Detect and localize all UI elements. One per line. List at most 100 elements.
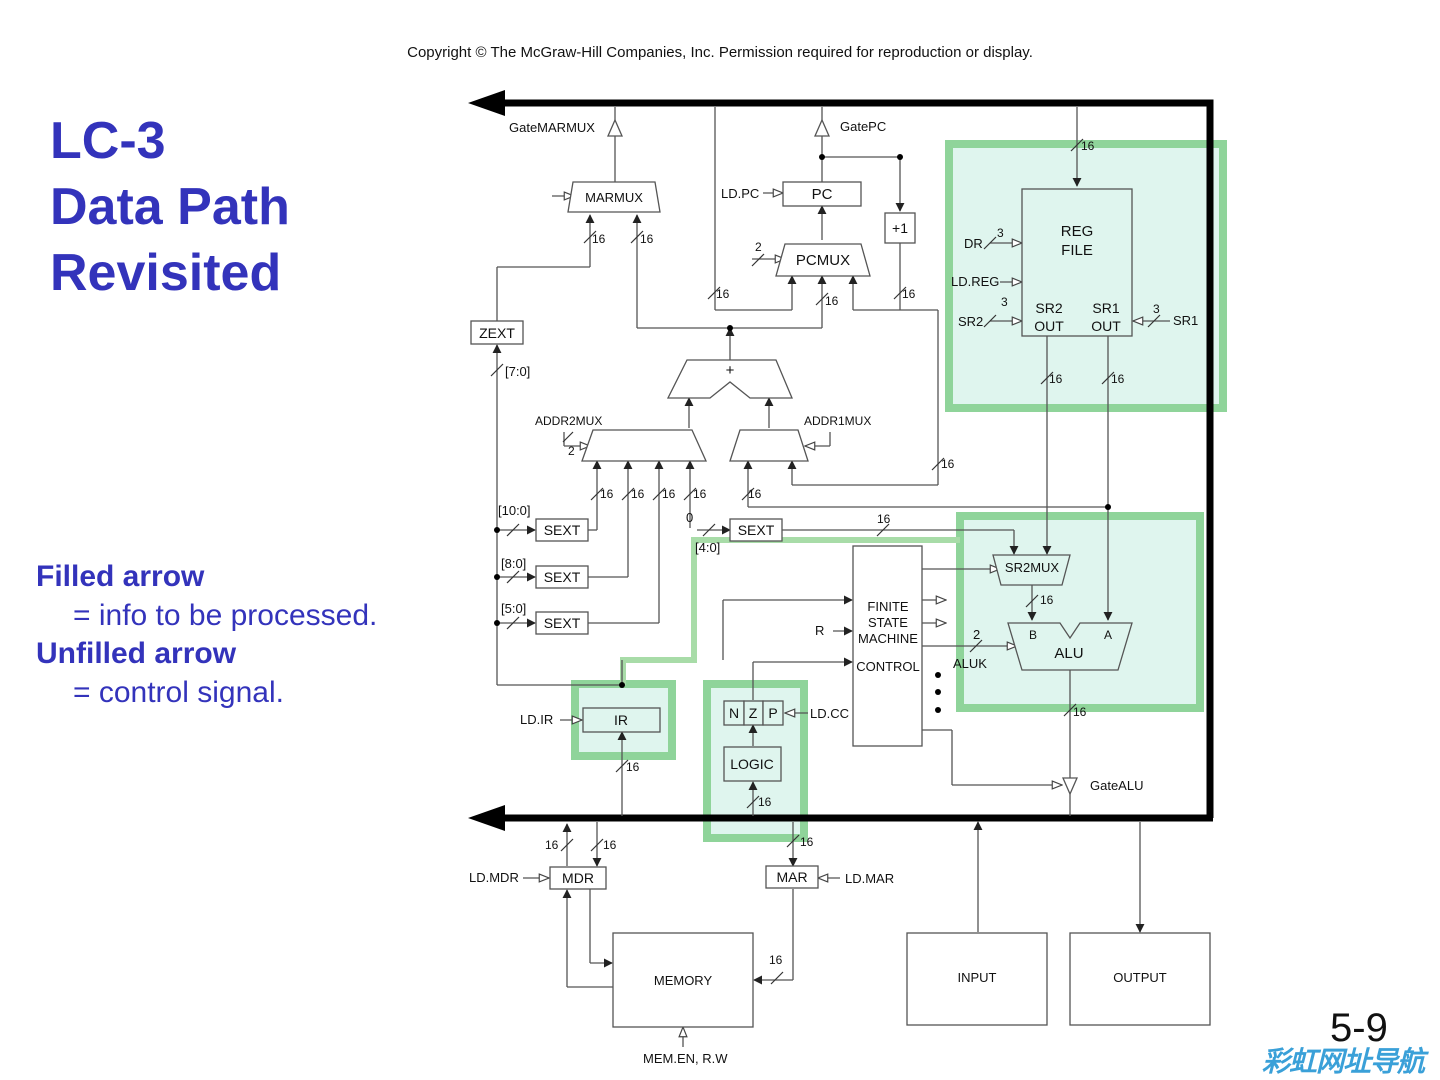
label-ld-cc: LD.CC: [810, 706, 849, 721]
title-line-1: LC-3: [50, 112, 166, 170]
label-plus1: +1: [892, 220, 908, 236]
p-flag: [762, 700, 784, 726]
label-zext-bits: [7:0]: [505, 364, 530, 379]
w16-alu-out: 16: [1073, 705, 1087, 719]
label-logic: LOGIC: [730, 756, 774, 772]
label-sr2-out-2: OUT: [1034, 318, 1064, 334]
label-sr1: SR1: [1173, 313, 1198, 328]
plus1-incrementer: [884, 212, 916, 244]
label-reg-file-2: FILE: [1061, 242, 1093, 259]
label-pc: PC: [812, 186, 833, 203]
label-ld-mdr: LD.MDR: [469, 870, 519, 885]
sr2mux-shape: [992, 554, 1071, 586]
label-sext-10-0: SEXT: [544, 522, 581, 538]
fsm-box: [852, 545, 923, 747]
w16-addr2-c: 16: [662, 487, 676, 501]
w16-ir-in: 16: [626, 760, 640, 774]
label-dr: DR: [964, 236, 983, 251]
label-ld-pc: LD.PC: [721, 186, 759, 201]
label-aluk-bits: 2: [973, 627, 980, 642]
w16-sext-imm: 16: [877, 512, 891, 526]
label-ld-ir: LD.IR: [520, 712, 553, 727]
label-fsm-1: FINITE: [867, 599, 908, 614]
label-reg-file-1: REG: [1061, 223, 1094, 240]
marmux-shape: [567, 181, 661, 213]
label-bits-8-0: [8:0]: [501, 556, 526, 571]
label-bits-4-0: [4:0]: [695, 540, 720, 555]
bus-width-labels: 16 16 16 16 16 16 16 16 16 16 16 16 16 1…: [545, 139, 1125, 967]
legend-unfilled-heading: Unfilled arrow: [36, 637, 237, 670]
reg-file-box: [1021, 188, 1133, 337]
label-alu: ALU: [1054, 645, 1083, 662]
label-addr2mux-sel: 2: [568, 444, 575, 458]
title-line-2: Data Path: [50, 178, 290, 236]
sext-box-5-0: [535, 611, 589, 635]
label-ir: IR: [614, 712, 628, 728]
label-addr2mux: ADDR2MUX: [535, 414, 602, 428]
label-input: INPUT: [958, 970, 997, 985]
gate-alu-tristate: [1062, 777, 1078, 796]
label-mar: MAR: [776, 869, 807, 885]
label-alu-b: B: [1029, 628, 1037, 642]
system-buses: [468, 90, 1214, 831]
label-gate-marmux: GateMARMUX: [509, 120, 595, 135]
w16-mdr-out: 16: [545, 838, 559, 852]
sext-box-4-0: [729, 518, 783, 542]
label-sr2mux: SR2MUX: [1005, 560, 1060, 575]
label-mem-en: MEM.EN, R.W: [643, 1051, 728, 1066]
label-aluk: ALUK: [953, 656, 987, 671]
imm-path-highlight: [620, 537, 960, 685]
label-sext-4-0: SEXT: [738, 522, 775, 538]
label-bits-10-0: [10:0]: [498, 503, 531, 518]
w16-sr2mux-out: 16: [1040, 593, 1054, 607]
w16-addr2-b: 16: [631, 487, 645, 501]
w16-mar-in: 16: [800, 835, 814, 849]
top-bus: [500, 99, 1214, 818]
label-adder: +: [726, 362, 735, 379]
title-line-3: Revisited: [50, 244, 282, 302]
input-box: [906, 932, 1048, 1026]
label-memory: MEMORY: [654, 973, 713, 988]
addr1mux-shape: [729, 429, 809, 462]
label-pcmux: PCMUX: [796, 252, 850, 269]
w16-pcmux-inc: 16: [902, 287, 916, 301]
legend-filled-heading: Filled arrow: [36, 560, 205, 593]
copyright-notice: Copyright © The McGraw-Hill Companies, I…: [407, 44, 1033, 61]
label-sr2-out-1: SR2: [1035, 300, 1062, 316]
label-z: Z: [749, 705, 758, 721]
label-output: OUTPUT: [1113, 970, 1167, 985]
label-addr1mux: ADDR1MUX: [804, 414, 871, 428]
watermark-logo: 彩虹网址导航: [1262, 1045, 1425, 1078]
label-sr1-out-2: OUT: [1091, 318, 1121, 334]
label-gate-pc: GatePC: [840, 119, 886, 134]
w16-sr2-out: 16: [1049, 372, 1063, 386]
adder-shape: [666, 359, 793, 399]
label-fsm-3: MACHINE: [858, 631, 918, 646]
label-sr1-bits: 3: [1153, 302, 1160, 316]
output-box: [1069, 932, 1211, 1026]
label-ld-reg: LD.REG: [951, 274, 999, 289]
zext-box: [470, 320, 524, 345]
label-dr-bits: 3: [997, 226, 1004, 240]
labels: GateMARMUX GatePC MARMUX LD.PC PC +1 PCM…: [469, 119, 1198, 1066]
w16-marmux-b: 16: [640, 232, 654, 246]
label-fsm-4: CONTROL: [856, 659, 920, 674]
mdr-register: [549, 866, 607, 890]
label-bits-5-0: [5:0]: [501, 601, 526, 616]
w16-pcmux-adder: 16: [825, 294, 839, 308]
label-sext-8-0: SEXT: [544, 569, 581, 585]
label-sext-5-0: SEXT: [544, 615, 581, 631]
label-zero: 0: [686, 510, 693, 525]
memory-box: [612, 932, 754, 1028]
w16-mdr-in: 16: [603, 838, 617, 852]
slide-number: 5-9: [1330, 1006, 1388, 1050]
w16-addr2-a: 16: [600, 487, 614, 501]
alu-highlight: [956, 512, 1204, 712]
label-sr1-out-1: SR1: [1092, 300, 1119, 316]
gate-pc-tristate: [814, 118, 830, 137]
gate-marmux-tristate: [607, 118, 623, 137]
w16-addr2-d: 16: [693, 487, 707, 501]
label-n: N: [729, 705, 739, 721]
w16-regfile-in: 16: [1081, 139, 1095, 153]
